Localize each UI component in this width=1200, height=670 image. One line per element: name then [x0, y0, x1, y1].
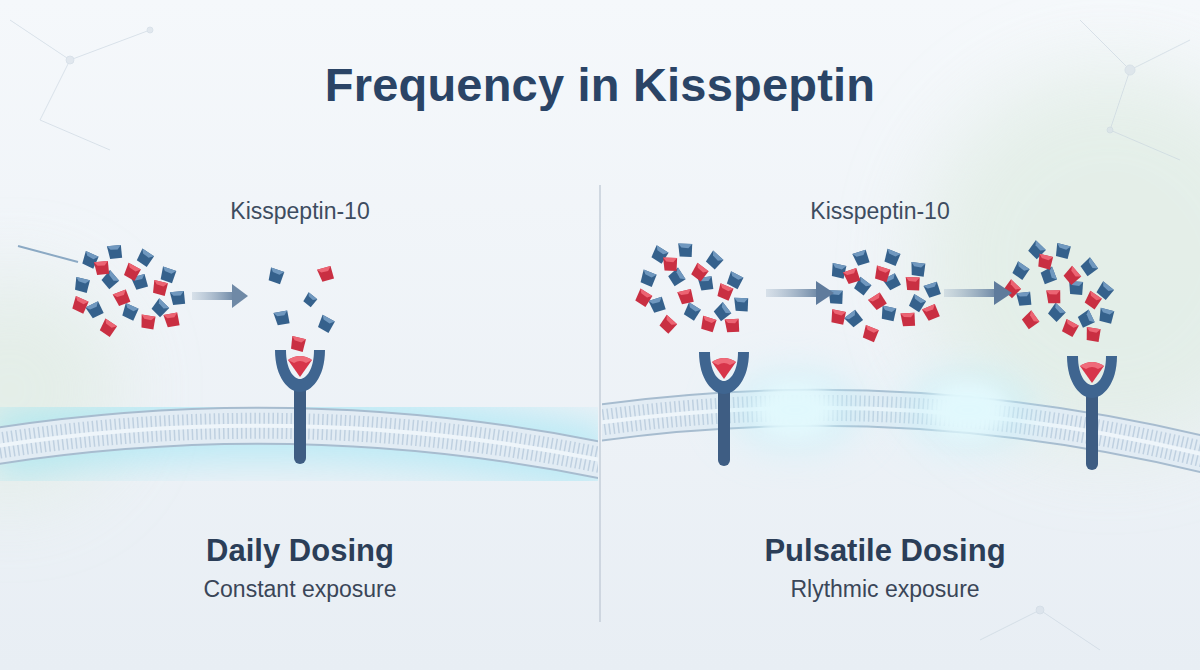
- flow-arrow: [944, 281, 1012, 305]
- peptide-particle: [317, 265, 335, 283]
- peptide-particle: [273, 309, 290, 326]
- flow-arrow: [192, 284, 248, 308]
- peptide-particle: [267, 267, 284, 284]
- receptor-symbol: [699, 352, 749, 466]
- peptide-particle: [317, 315, 336, 334]
- peptide-cluster: [817, 235, 949, 351]
- dosing-heading: Daily Dosing: [206, 533, 394, 569]
- peptide-cluster: [630, 236, 757, 345]
- flow-arrow: [766, 281, 834, 305]
- receptor-symbol: [275, 350, 325, 464]
- dosing-heading: Pulsatile Dosing: [764, 533, 1005, 569]
- peptide-cluster: [267, 265, 335, 352]
- peptide-particle: [302, 292, 318, 308]
- peptide-particle: [290, 336, 306, 352]
- peptide-cluster: [992, 229, 1132, 356]
- dosing-description: Rlythmic exposure: [790, 576, 979, 603]
- dosing-description: Constant exposure: [203, 576, 396, 603]
- motion-streak: [18, 246, 78, 262]
- peptide-cluster: [71, 244, 186, 338]
- diagram-title: Frequency in Kisspeptin: [325, 57, 875, 112]
- network-decoration: [10, 20, 1190, 650]
- panel-divider: [599, 185, 601, 622]
- peptide-label: Kisspeptin-10: [230, 198, 369, 225]
- receptor-symbol: [1067, 356, 1117, 470]
- peptide-label: Kisspeptin-10: [810, 198, 949, 225]
